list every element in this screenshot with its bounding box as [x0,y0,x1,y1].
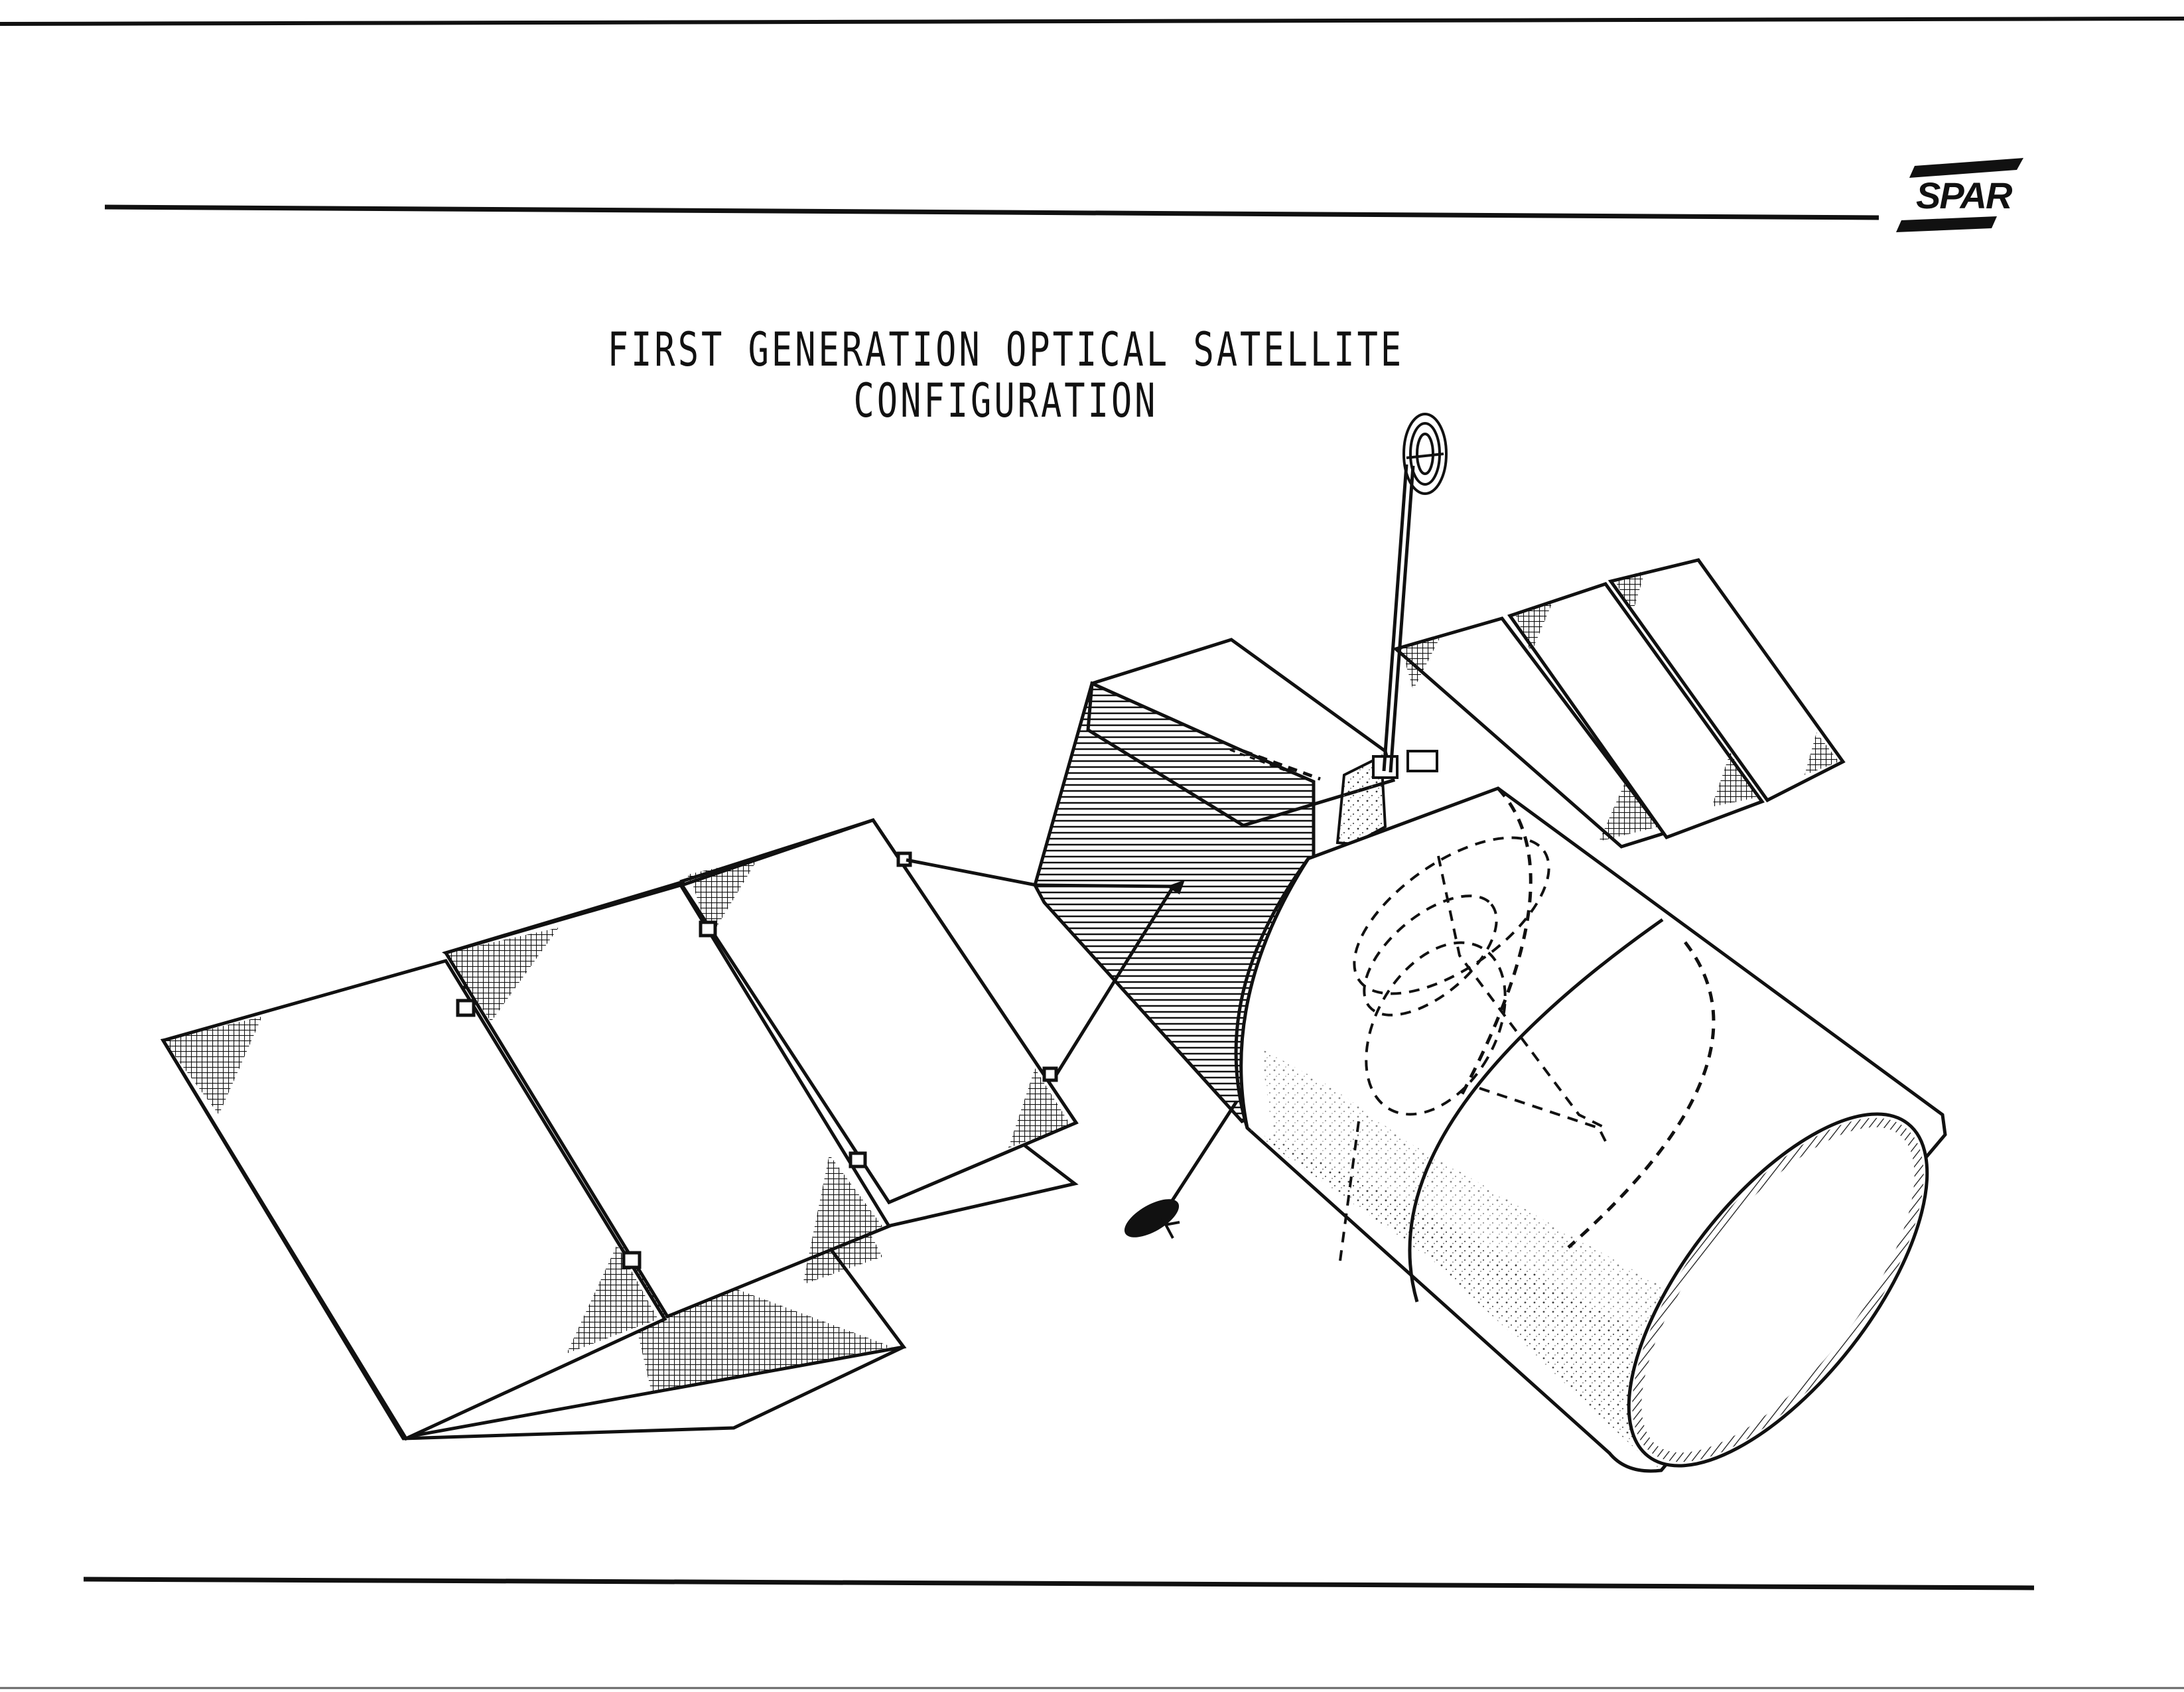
top-dish-antenna [1402,413,1448,495]
top-border [0,17,2184,26]
right-panel-2 [1507,582,1765,840]
diagram-title-line-1: FIRST GENERATION OPTICAL SATELLITE [607,323,1404,378]
antenna-mast [1382,464,1415,773]
header-rule [104,204,1879,220]
left-solar-array [160,818,1079,1441]
right-solar-array [1392,558,1846,849]
footer-rule [83,1577,2035,1590]
telescope-tube [1234,786,1947,1473]
lower-antenna [1166,1100,1239,1209]
mid-ring [1408,918,1664,1303]
right-panel-3 [1607,558,1846,803]
front-ring [1234,857,1310,1129]
spar-logo: SPAR [1916,175,2012,216]
lower-dish-antenna [1124,1199,1180,1237]
diagram-title-line-2: CONFIGURATION [853,374,1158,429]
telescope-aperture [1627,1112,1929,1468]
spar-logo-mark [1896,158,2023,232]
